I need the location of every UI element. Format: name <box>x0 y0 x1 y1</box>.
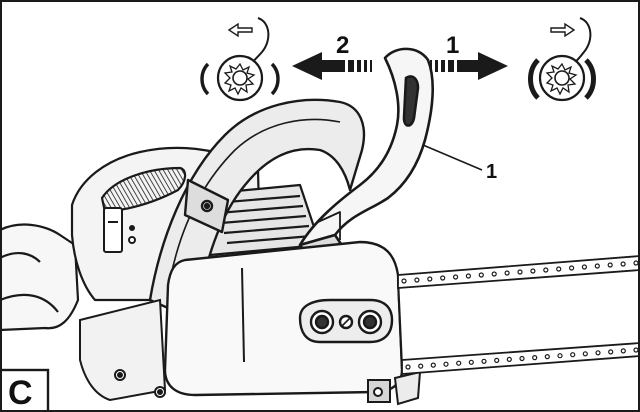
chain-rivet <box>456 360 462 366</box>
chain-links <box>401 260 639 370</box>
arrow-left <box>292 52 372 80</box>
sprocket-cover <box>163 240 404 397</box>
chain-rivet <box>468 359 474 365</box>
choke-lever <box>103 207 136 253</box>
chain-rivet <box>530 268 536 274</box>
chain-rivet <box>481 358 487 364</box>
chain-rivet <box>532 355 538 361</box>
chain-rivet <box>453 274 459 280</box>
chain-rivet <box>491 271 497 277</box>
panel-label-box: C <box>0 368 50 412</box>
chain-rivet <box>633 347 639 353</box>
chain-rivet <box>557 353 563 359</box>
chain-rivet <box>494 357 500 363</box>
step-label-right: 1 <box>446 32 459 59</box>
chain-rivet <box>620 348 626 354</box>
chain-rivet <box>401 278 407 284</box>
chain-rivet <box>478 272 484 278</box>
arrow-right-icon <box>550 22 576 38</box>
chain-rivet <box>544 354 550 360</box>
chain-rivet <box>440 275 446 281</box>
arrow-left-icon <box>227 22 253 38</box>
chain-rivet <box>543 267 549 273</box>
chain-rivet <box>465 273 471 279</box>
chain-rivet <box>570 352 576 358</box>
lower-body <box>79 298 422 406</box>
chain-rivet <box>506 356 512 362</box>
chain-rivet <box>430 362 436 368</box>
brake-engaged-icon <box>528 17 596 102</box>
step-label-left: 2 <box>336 32 349 59</box>
chain-rivet <box>633 260 639 266</box>
chain-rivet <box>443 361 449 367</box>
brake-released-icon <box>200 17 280 102</box>
air-vent <box>100 166 187 214</box>
chain-rivet <box>405 364 411 370</box>
chain-rivet <box>556 266 562 272</box>
chain-rivet <box>582 351 588 357</box>
callout-label: 1 <box>486 161 497 183</box>
chain-rivet <box>607 262 613 268</box>
chain-rivet <box>595 350 601 356</box>
chain-rivet <box>414 277 420 283</box>
callout-leader-line <box>422 144 483 171</box>
chain-rivet <box>568 265 575 271</box>
chain-rivet <box>594 263 600 269</box>
chain-rivet <box>608 349 614 355</box>
panel-letter: C <box>8 374 33 412</box>
chain-rivet <box>427 276 433 282</box>
chain-rivet <box>581 264 588 270</box>
chain-rivet <box>504 270 510 276</box>
chain-rivet <box>620 261 626 267</box>
chain-rivet <box>418 363 424 369</box>
chain-rivet <box>519 355 525 362</box>
chain-brake-lever <box>298 47 435 264</box>
arrow-right <box>430 52 508 80</box>
chain-rivet <box>517 269 523 275</box>
